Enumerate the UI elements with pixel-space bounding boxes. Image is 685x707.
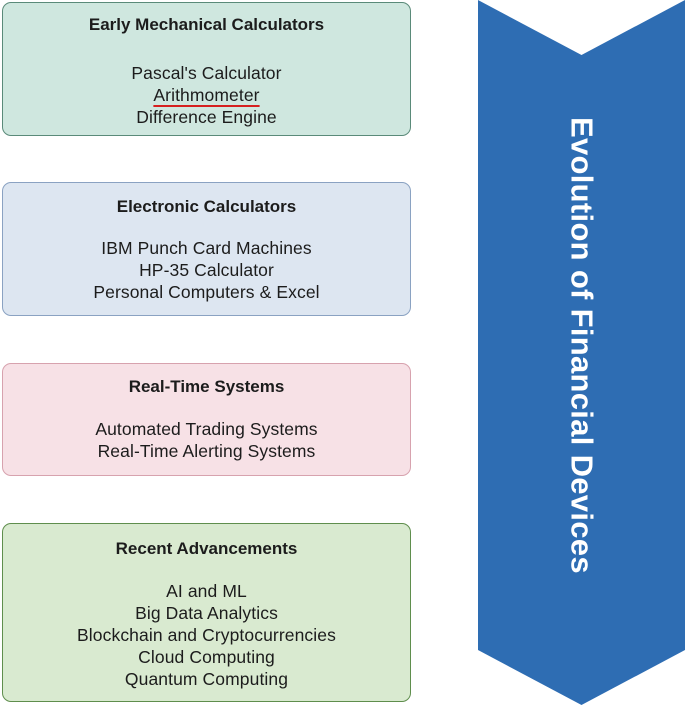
list-item: Pascal's Calculator: [131, 63, 282, 83]
stage-title: Recent Advancements: [115, 539, 298, 558]
list-item: HP-35 Calculator: [139, 260, 274, 280]
stage-box-early-mechanical: Early Mechanical Calculators Pascal's Ca…: [2, 2, 411, 136]
stage-item-list: AI and ML Big Data Analytics Blockchain …: [3, 580, 410, 690]
stage-box-electronic: Electronic Calculators IBM Punch Card Ma…: [2, 182, 411, 316]
list-item: IBM Punch Card Machines: [101, 238, 312, 258]
down-arrow-chevron: [478, 0, 685, 705]
list-item: Quantum Computing: [124, 669, 289, 689]
stage-title: Electronic Calculators: [116, 197, 297, 216]
arrow-top-notch: [478, 0, 685, 55]
stage-title: Real-Time Systems: [128, 377, 285, 396]
stage-item-list: Pascal's Calculator Arithmometer Differe…: [3, 62, 410, 128]
stage-box-real-time: Real-Time Systems Automated Trading Syst…: [2, 363, 411, 476]
stage-item-list: IBM Punch Card Machines HP-35 Calculator…: [3, 237, 410, 303]
list-item: Cloud Computing: [138, 647, 275, 667]
list-item-spellcheck-underlined: Arithmometer: [153, 85, 260, 105]
stage-item-list: Automated Trading Systems Real-Time Aler…: [3, 418, 410, 462]
list-item: Blockchain and Cryptocurrencies: [77, 625, 336, 645]
list-item: Automated Trading Systems: [95, 419, 318, 439]
arrow-shape: [478, 0, 685, 705]
list-item: Real-Time Alerting Systems: [97, 441, 316, 461]
list-item: AI and ML: [166, 581, 247, 601]
list-item: Difference Engine: [136, 107, 277, 127]
list-item: Big Data Analytics: [135, 603, 278, 623]
stage-title: Early Mechanical Calculators: [88, 15, 325, 34]
stage-box-recent-advancements: Recent Advancements AI and ML Big Data A…: [2, 523, 411, 702]
list-item: Personal Computers & Excel: [93, 282, 320, 302]
